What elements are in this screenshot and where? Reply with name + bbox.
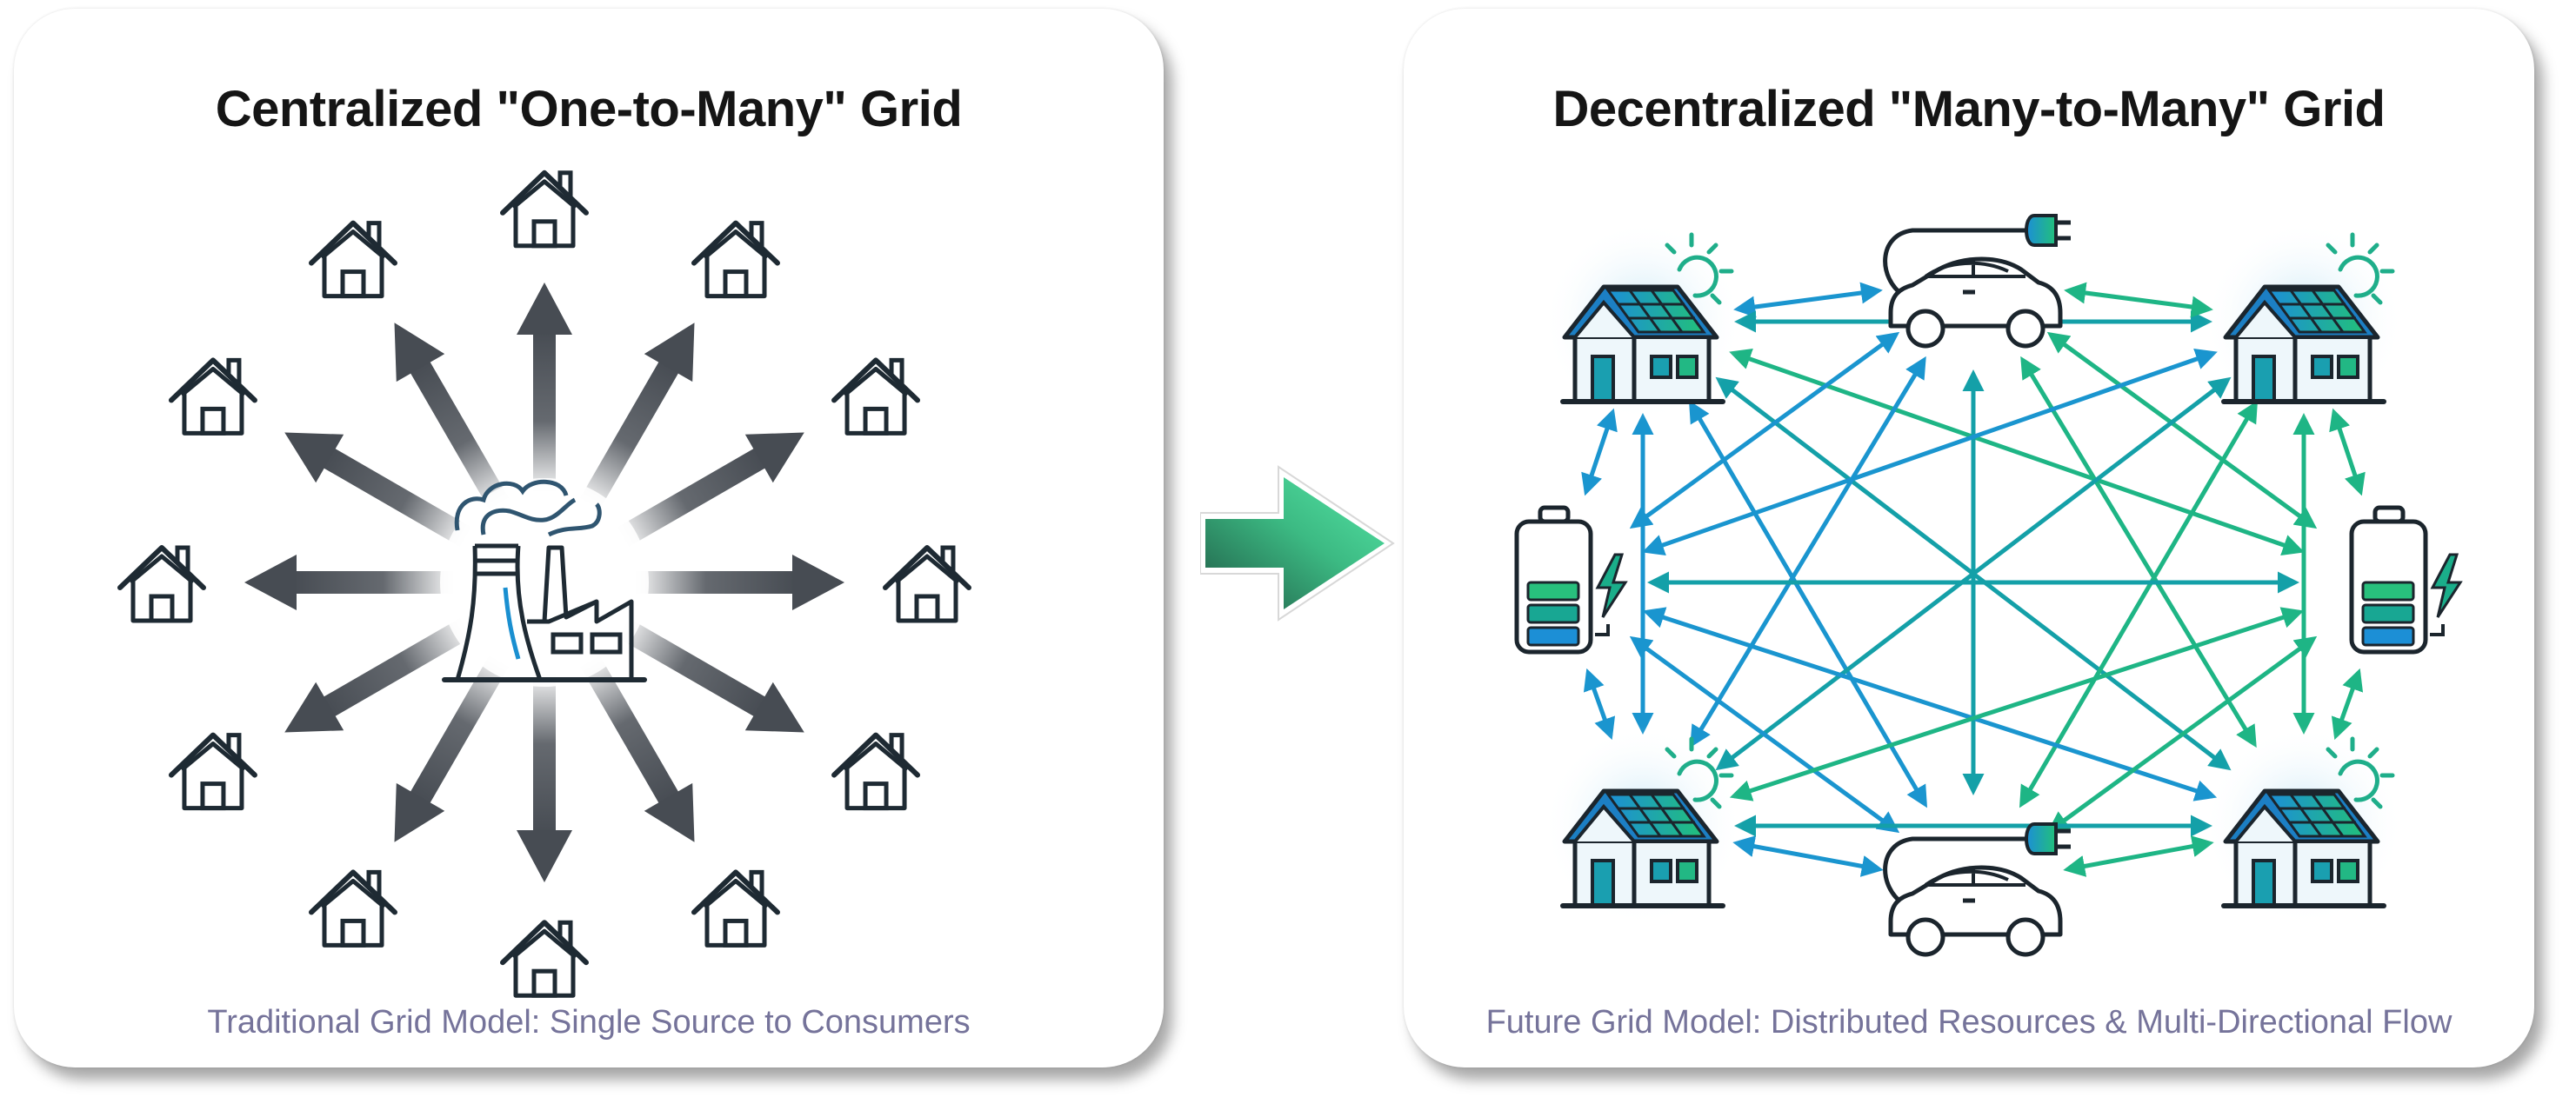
- solar-house-icon: [1543, 726, 1743, 926]
- decentralized-grid-subtitle: Future Grid Model: Distributed Resources…: [1485, 1004, 2453, 1041]
- bidirectional-flow-arrow: [1733, 282, 1883, 318]
- house-icon: [834, 360, 918, 433]
- centralized-grid-card: Centralized "One-to-Many" Grid: [14, 9, 1164, 1067]
- house-icon: [171, 360, 255, 433]
- house-icon: [694, 872, 777, 945]
- bidirectional-flow-arrow: [2331, 668, 2364, 741]
- solar-house-icon: [1543, 222, 1743, 422]
- power-plant-icon: [440, 478, 649, 687]
- flow-arrow: [577, 323, 695, 513]
- multi-directional-flow-arrows: [1581, 282, 2366, 877]
- decentralized-grid-diagram: [1404, 9, 2534, 1067]
- bidirectional-flow-arrow: [2063, 835, 2214, 877]
- flow-arrow: [394, 652, 511, 842]
- bidirectional-flow-arrow: [1729, 607, 2305, 801]
- house-icon: [503, 922, 586, 995]
- electric-car-icon: [1885, 216, 2071, 346]
- flow-arrow: [631, 555, 844, 610]
- centralized-grid-subtitle: Traditional Grid Model: Single Source to…: [207, 1004, 971, 1041]
- house-icon: [311, 223, 395, 296]
- solar-house-icon: [2204, 222, 2404, 422]
- right-arrow-icon: [1200, 465, 1395, 622]
- flow-arrow: [284, 615, 475, 733]
- decentralized-grid-title: Decentralized "Many-to-Many" Grid: [1552, 81, 2386, 137]
- bidirectional-flow-arrow: [1583, 668, 1616, 741]
- bidirectional-flow-arrow: [1581, 408, 1618, 496]
- decentralized-grid-card: Decentralized "Many-to-Many" Grid: [1404, 9, 2534, 1067]
- house-icon: [834, 735, 918, 808]
- house-icon: [171, 735, 255, 808]
- flow-arrow: [577, 652, 695, 842]
- battery-charging-icon: [1517, 508, 1625, 652]
- flow-arrow: [284, 432, 475, 549]
- house-icon: [503, 173, 586, 246]
- house-icon: [311, 872, 395, 945]
- house-icon: [694, 223, 777, 296]
- bidirectional-flow-arrow: [2329, 408, 2366, 496]
- centralized-grid-diagram: [14, 9, 1164, 1067]
- outward-flow-arrows: [244, 283, 844, 882]
- bidirectional-flow-arrow: [2020, 356, 2257, 748]
- bidirectional-flow-arrow: [2046, 635, 2318, 834]
- house-icon: [120, 548, 204, 621]
- flow-arrow: [517, 283, 572, 495]
- house-icon: [885, 548, 969, 621]
- battery-charging-icon: [2352, 508, 2460, 652]
- flow-arrow: [517, 669, 572, 882]
- flow-arrow: [244, 555, 457, 610]
- bidirectional-flow-arrow: [1690, 356, 1926, 748]
- electric-car-icon: [1885, 824, 2071, 954]
- flow-arrow: [394, 323, 511, 513]
- solar-house-icon: [2204, 726, 2404, 926]
- bidirectional-flow-arrow: [2064, 282, 2213, 318]
- centralized-grid-title: Centralized "One-to-Many" Grid: [215, 81, 963, 137]
- bidirectional-flow-arrow: [1732, 835, 1884, 877]
- bidirectional-flow-arrow: [1642, 607, 2218, 801]
- flow-arrow: [614, 615, 804, 733]
- flow-arrow: [614, 432, 804, 549]
